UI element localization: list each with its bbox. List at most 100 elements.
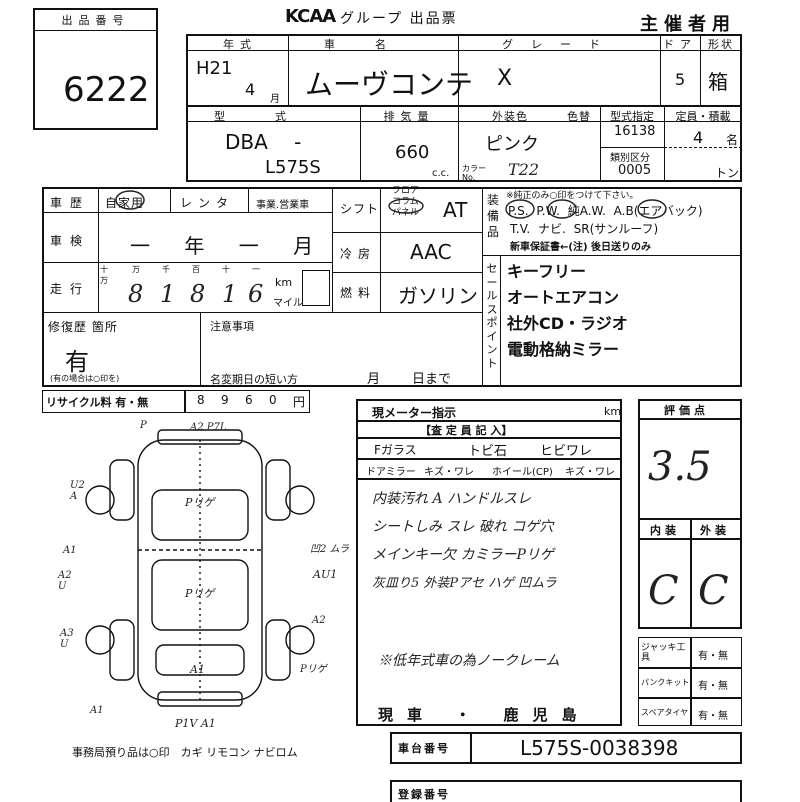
diagram-note-12: A1 — [190, 663, 205, 676]
shift-column: コラム — [392, 197, 419, 207]
inspection-value: 一 年 一 月 — [130, 234, 314, 258]
color-no-label: カラーNo. — [462, 164, 486, 182]
digit-unit-1k: 千 — [162, 265, 170, 274]
tool-jack-label: ジャッキ工具 — [641, 643, 686, 663]
tool-spare-label: スペアタイヤ — [641, 708, 689, 717]
displacement-header: 排気量 — [383, 110, 435, 123]
shift-value: AT — [443, 198, 468, 222]
glass-label: Fガラス — [374, 443, 417, 457]
mileage-digit-5: 6 — [248, 280, 264, 308]
body-shape: 箱 — [708, 70, 728, 94]
sales-points-label: セールスポイント — [486, 262, 498, 370]
diagram-note-13: A1 — [90, 705, 104, 716]
year-era: H21 — [196, 58, 233, 79]
month-unit: 月 — [270, 94, 280, 105]
equipment-label: 装備品 — [486, 193, 499, 239]
equipment-line1: P.S. P.W. 純A.W. A.B(エアバック) — [508, 204, 703, 218]
diagram-note-9: A3 U — [60, 628, 74, 650]
history-rental[interactable]: レンタ — [180, 196, 235, 210]
color-change-header: 色替 — [567, 110, 591, 123]
rating-label: 評価点 — [664, 404, 709, 417]
diagram-note-10: A2 — [312, 615, 326, 626]
type-designation-header: 型式指定 — [610, 110, 654, 123]
glass-crack: ヒビワレ — [540, 444, 593, 459]
sales-point-4: 電動格納ミラー — [507, 340, 620, 359]
fuel-label: 燃料 — [340, 286, 377, 300]
wheel-damage: キズ・ワレ — [565, 467, 615, 478]
brand-logo: KCAA — [285, 6, 336, 27]
repair-label: 修復歴 箇所 — [48, 320, 118, 334]
diagram-note-14: P1V A1 — [175, 717, 216, 730]
equipment-circle-marks — [505, 199, 667, 219]
recycle-digit-2: 9 — [221, 393, 229, 407]
items-note: 事務局預り品は○印 カギ リモコン ナビロム — [72, 746, 298, 759]
meter-label: 現メーター指示 — [372, 406, 457, 420]
grade: X — [497, 66, 513, 91]
diagram-note-5: A2 U — [58, 570, 72, 592]
repair-note: (有の場合は○印を) — [50, 374, 120, 383]
interior-label: 内装 — [650, 524, 680, 537]
year-header: 年式 — [223, 38, 257, 51]
digit-unit-100: 百 — [192, 265, 200, 274]
diagram-mark: P — [140, 420, 147, 431]
shift-circle-mark — [388, 198, 424, 214]
interior-score: C — [648, 568, 679, 614]
sales-point-3: 社外CD・ラジオ — [507, 314, 628, 333]
history-commercial[interactable]: 事業.営業車 — [256, 200, 310, 211]
sales-point-1: キーフリー — [507, 262, 587, 281]
lot-box: 出品番号 6222 — [33, 8, 158, 130]
mileage-digit-1: 8 — [128, 280, 144, 308]
chassis-box — [390, 732, 742, 764]
tool-puncture-value: 有・無 — [698, 681, 728, 692]
ac-label: 冷房 — [340, 247, 377, 261]
equipment-note: ※純正のみ○印をつけて下さい。 — [506, 191, 639, 201]
chassis-label: 車台番号 — [398, 742, 450, 755]
tool-spare-value: 有・無 — [698, 711, 728, 722]
organizer-label: 主催者用 — [640, 14, 736, 35]
door-header: ドア — [663, 38, 697, 51]
capacity: 4 — [693, 128, 704, 147]
exterior-color: ピンク — [485, 134, 539, 155]
cc-unit: c.c. — [432, 168, 450, 179]
notes-label: 注意事項 — [210, 320, 254, 333]
diagram-note-7: AU1 — [313, 568, 338, 581]
class-label: 類別区分 — [610, 153, 650, 164]
load-unit: トン — [715, 166, 740, 180]
tool-puncture-label: パンクキット — [641, 678, 690, 687]
digit-unit-10: 十 — [222, 265, 230, 274]
history-label: 車歴 — [50, 196, 91, 210]
recycle-digit-4: 0 — [269, 393, 277, 407]
shift-label: シフト — [340, 202, 380, 216]
digit-unit-10k: 万 — [132, 265, 140, 274]
recycle-unit: 円 — [293, 395, 306, 409]
model-header: 型式 — [214, 110, 336, 123]
type-designation: 16138 — [614, 124, 656, 139]
inspector-header: 【査 定 員 記 入】 — [420, 424, 513, 437]
history-box — [42, 187, 742, 387]
inspection-box — [356, 399, 622, 726]
name-change-label: 名変期日の短い方 — [210, 373, 298, 386]
tool-jack-value: 有・無 — [698, 651, 728, 662]
model: L575S — [265, 157, 321, 178]
mileage-digit-4: 1 — [222, 280, 238, 308]
registration-label: 登録番号 — [398, 788, 450, 801]
car-name: ムーヴコンテ — [305, 68, 474, 101]
lot-label: 出品番号 — [35, 12, 156, 31]
history-private[interactable]: 自家用 — [105, 196, 145, 210]
vehicle-box — [186, 34, 742, 182]
history-circle-mark — [115, 190, 145, 210]
rating-score: 3.5 — [648, 444, 712, 490]
mileage-label: 走行 — [50, 282, 91, 296]
repair-value: 有 — [65, 348, 89, 376]
fuel-value: ガソリン — [398, 284, 478, 308]
capacity-header: 定員・積載 — [675, 110, 731, 123]
exterior-label: 外装 — [700, 524, 730, 537]
diagram-note-6: 凹2 ムラ — [310, 544, 350, 555]
lot-number: 6222 — [63, 70, 150, 110]
recycle-label: リサイクル料 有・無 — [46, 396, 149, 409]
digit-unit-1: 一 — [252, 265, 260, 274]
exterior-score: C — [698, 568, 729, 614]
mileage-digit-2: 1 — [160, 280, 176, 308]
chassis-number: L575S-0038398 — [520, 736, 679, 760]
remark-line-2: シートしみ スレ 破れ コゲ穴 — [372, 519, 554, 535]
